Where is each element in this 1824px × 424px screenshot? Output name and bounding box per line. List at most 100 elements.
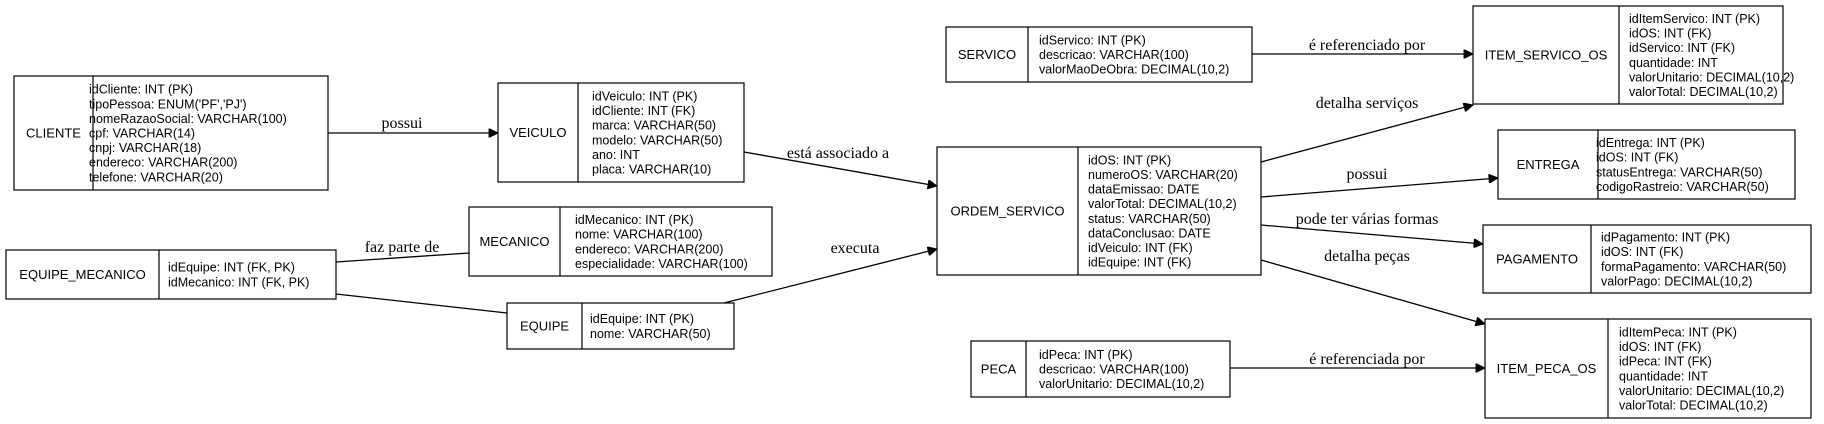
entity-attribute: idEquipe: INT (PK) [590,312,694,326]
entity-attribute: idEntrega: INT (PK) [1596,136,1705,150]
entity-mecanico: MECANICO idMecanico: INT (PK)nome: VARCHA… [468,206,773,277]
relationships [328,54,1498,368]
relationship-label: está associado a [787,145,889,162]
entity-name: VEICULO [509,125,566,140]
entity-attribute: idOS: INT (PK) [1088,153,1171,167]
entity-attribute: valorUnitario: DECIMAL(10,2) [1629,70,1794,84]
entity-box [5,249,337,300]
entity-entrega: ENTREGA idEntrega: INT (PK)idOS: INT (FK)… [1497,129,1796,200]
entity-attribute: tipoPessoa: ENUM('PF','PJ') [89,97,247,111]
entity-attribute: valorTotal: DECIMAL(10,2) [1088,197,1237,211]
entity-attribute: nome: VARCHAR(100) [575,228,703,242]
entity-attribute: idServico: INT (FK) [1629,41,1735,55]
entity-servico: SERVICO idServico: INT (PK)descricao: VAR… [945,26,1253,83]
entity-attribute: endereco: VARCHAR(200) [89,156,237,170]
entity-box [945,26,1253,83]
entity-attribute: valorTotal: DECIMAL(10,2) [1619,399,1768,413]
entity-attribute: idMecanico: INT (PK) [575,213,694,227]
entity-item-peca-os: ITEM_PECA_OS idItemPeca: INT (PK)idOS: IN… [1484,318,1812,419]
entity-attribute: numeroOS: VARCHAR(20) [1088,168,1238,182]
entity-attribute: idMecanico: INT (FK, PK) [168,275,309,289]
entity-attribute: idOS: INT (FK) [1619,340,1701,354]
entity-attribute: especialidade: VARCHAR(100) [575,257,748,271]
edge-ordem-servico-to-pagamento [1260,224,1483,244]
entity-attribute: valorTotal: DECIMAL(10,2) [1629,85,1778,99]
entity-attribute: nome: VARCHAR(50) [590,327,711,341]
relationship-label: executa [831,240,880,257]
entity-name: ORDEM_SERVICO [951,204,1065,219]
entity-attribute: nomeRazaoSocial: VARCHAR(100) [89,112,287,126]
entity-attribute: idPeca: INT (FK) [1619,355,1712,369]
edge-ordem-servico-to-item-servico-os [1260,105,1473,163]
relationship-label: detalha peças [1324,248,1410,265]
entity-attribute: idOS: INT (FK) [1629,27,1711,41]
entity-attribute: ano: INT [592,148,640,162]
entity-name: PAGAMENTO [1496,252,1578,267]
entity-attribute: telefone: VARCHAR(20) [89,170,223,184]
relationship-labels: possui está associado a faz parte de execut… [365,37,1439,368]
entity-attribute: quantidade: INT [1629,56,1718,70]
edge-equipe-mecanico-to-mecanico [335,252,470,263]
relationship-label: faz parte de [365,239,440,256]
entity-attribute: idItemPeca: INT (PK) [1619,326,1737,340]
entity-attribute: idEquipe: INT (FK, PK) [168,261,295,275]
entity-box [936,146,1262,276]
entity-attribute: idOS: INT (FK) [1601,245,1683,259]
entity-attribute: idPagamento: INT (PK) [1601,231,1730,245]
entity-box [468,206,773,277]
entity-attribute: idCliente: INT (FK) [592,104,695,118]
entity-name: ENTREGA [1517,157,1580,172]
entity-name: EQUIPE_MECANICO [19,267,145,282]
entity-attribute: idVeiculo: INT (FK) [1088,241,1193,255]
entity-box [506,302,735,350]
entity-name: PECA [981,362,1017,377]
edge-ordem-servico-to-entrega [1260,178,1498,198]
entity-attribute: endereco: VARCHAR(200) [575,242,723,256]
entity-ordem-servico: ORDEM_SERVICO idOS: INT (PK)numeroOS: VAR… [936,146,1262,276]
entity-attribute: valorMaoDeObra: DECIMAL(10,2) [1039,63,1229,77]
edge-veiculo-to-ordem-servico [743,151,937,186]
entity-attribute: valorUnitario: DECIMAL(10,2) [1039,377,1204,391]
entity-equipe: EQUIPE idEquipe: INT (PK)nome: VARCHAR(50… [506,302,735,350]
entity-attribute: idCliente: INT (PK) [89,83,193,97]
entity-box [1472,5,1784,105]
entity-attribute: idPeca: INT (PK) [1039,348,1133,362]
entity-cliente: CLIENTE idCliente: INT (PK)tipoPessoa: EN… [13,75,329,191]
entity-attribute: valorPago: DECIMAL(10,2) [1601,274,1752,288]
entities: CLIENTE idCliente: INT (PK)tipoPessoa: EN… [5,5,1812,419]
relationship-label: possui [382,115,423,132]
entity-attribute: placa: VARCHAR(10) [592,163,711,177]
relationship-label: é referenciado por [1309,37,1426,54]
entity-attribute: modelo: VARCHAR(50) [592,133,722,147]
entity-attribute: statusEntrega: VARCHAR(50) [1596,165,1763,179]
entity-box [13,75,329,191]
relationship-label: pode ter várias formas [1296,211,1439,228]
entity-equipe-mecanico: EQUIPE_MECANICO idEquipe: INT (FK, PK)idM… [5,249,337,300]
entity-attribute: valorUnitario: DECIMAL(10,2) [1619,384,1784,398]
entity-attribute: descricao: VARCHAR(100) [1039,48,1189,62]
entity-attribute: quantidade: INT [1619,369,1708,383]
edge-equipe-mecanico-to-equipe [335,293,508,314]
entity-veiculo: VEICULO idVeiculo: INT (PK)idCliente: INT… [497,82,745,183]
entity-attribute: cpf: VARCHAR(14) [89,127,195,141]
entity-name: CLIENTE [26,126,81,141]
entity-name: ITEM_PECA_OS [1497,361,1597,376]
entity-attribute: idServico: INT (PK) [1039,33,1146,47]
edge-ordem-servico-to-item-peca-os [1260,259,1485,324]
entity-box [1497,129,1796,200]
entity-attribute: cnpj: VARCHAR(18) [89,141,201,155]
entity-attribute: formaPagamento: VARCHAR(50) [1601,260,1786,274]
entity-attribute: dataEmissao: DATE [1088,183,1200,197]
entity-attribute: dataConclusao: DATE [1088,226,1211,240]
entity-name: MECANICO [479,234,549,249]
entity-attribute: idVeiculo: INT (PK) [592,90,697,104]
entity-name: EQUIPE [520,319,569,334]
entity-attribute: idOS: INT (FK) [1596,151,1678,165]
entity-attribute: status: VARCHAR(50) [1088,212,1211,226]
entity-attribute: marca: VARCHAR(50) [592,119,716,133]
entity-name: SERVICO [958,47,1016,62]
entity-box [1484,318,1812,419]
